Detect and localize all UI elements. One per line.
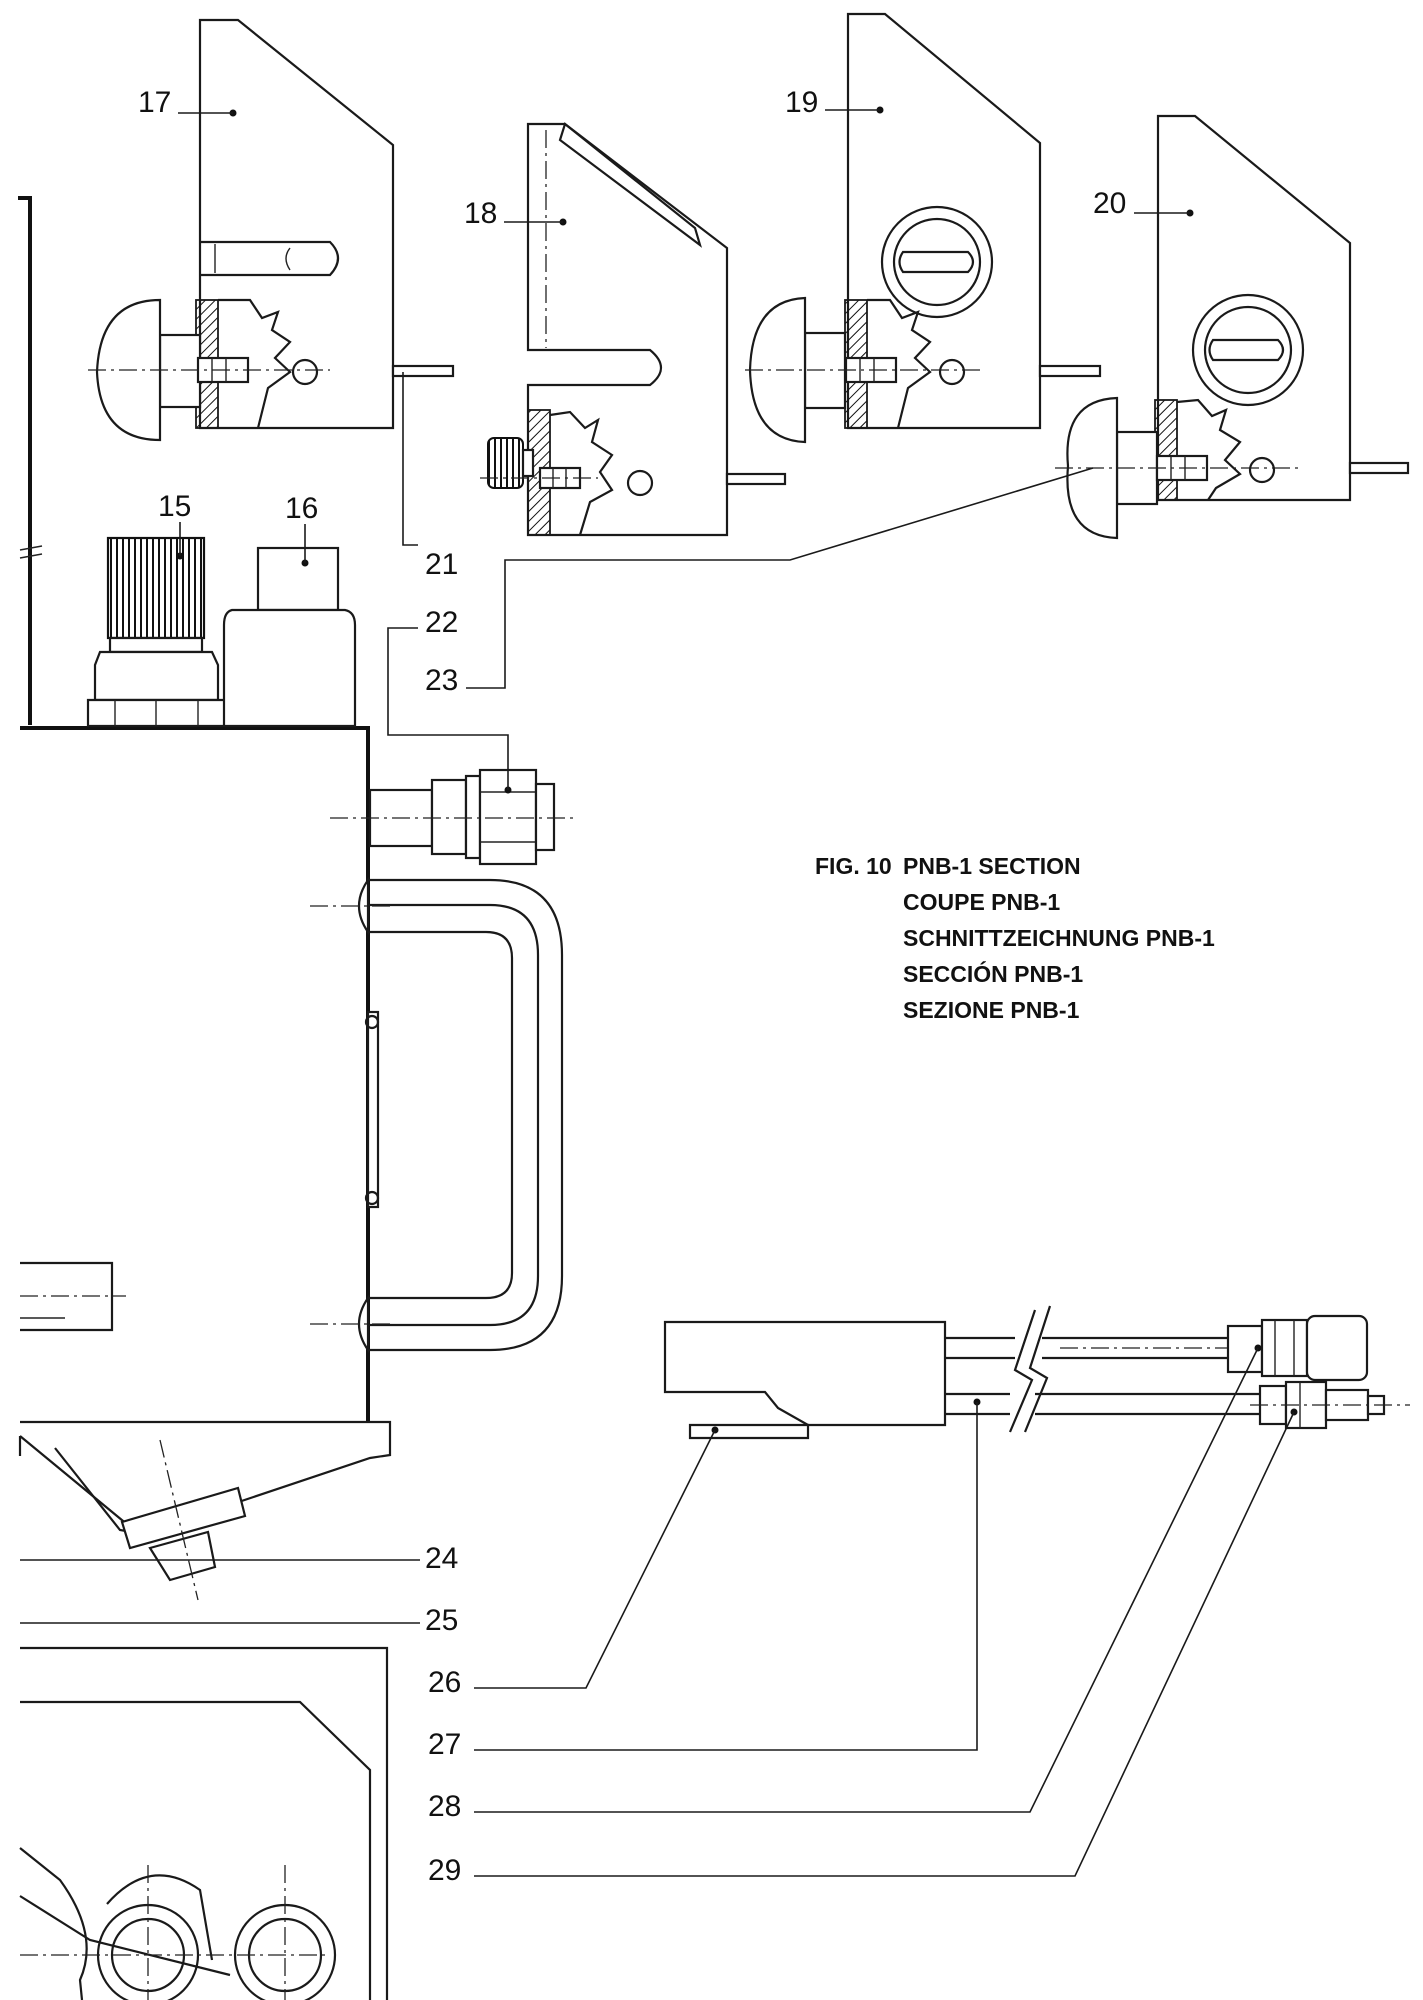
caption-line-it: SEZIONE PNB-1	[903, 997, 1080, 1023]
part-17-guide-plate	[88, 18, 455, 442]
part-16-cap	[222, 546, 357, 728]
callout-26: 26	[428, 1666, 461, 1699]
leader-lines	[20, 109, 1295, 1877]
callout-20: 20	[1093, 187, 1126, 220]
part-18-slotted-guide	[480, 122, 787, 537]
machine-body	[18, 196, 575, 2000]
callout-numbers: 17 18 19 20 15 16 21 22 23 24 25 26 27 2…	[138, 86, 1126, 1887]
callout-17: 17	[138, 86, 171, 119]
caption-line-de: SCHNITTZEICHNUNG PNB-1	[903, 925, 1215, 951]
callout-18: 18	[464, 197, 497, 230]
part-20-plate-with-window	[1055, 114, 1410, 540]
part-19-plate-with-window	[745, 12, 1102, 444]
callout-16: 16	[285, 492, 318, 525]
figure-caption: FIG. 10 PNB-1 SECTION COUPE PNB-1 SCHNIT…	[815, 853, 1215, 1023]
callout-19: 19	[785, 86, 818, 119]
callout-28: 28	[428, 1790, 461, 1823]
callout-29: 29	[428, 1854, 461, 1887]
callout-22: 22	[425, 606, 458, 639]
callout-24: 24	[425, 1542, 458, 1575]
callout-25: 25	[425, 1604, 458, 1637]
u-handle	[310, 876, 564, 1354]
caption-line-es: SECCIÓN PNB-1	[903, 960, 1083, 987]
caption-line-fr: COUPE PNB-1	[903, 889, 1060, 915]
callout-21: 21	[425, 548, 458, 581]
callout-23: 23	[425, 664, 458, 697]
callout-15: 15	[158, 490, 191, 523]
callout-27: 27	[428, 1728, 461, 1761]
part-15-knurled-knob	[86, 536, 227, 728]
foot-pedal-assembly	[663, 1305, 1410, 1440]
caption-fig-label: FIG. 10	[815, 853, 892, 879]
caption-line-en: PNB-1 SECTION	[903, 853, 1081, 879]
